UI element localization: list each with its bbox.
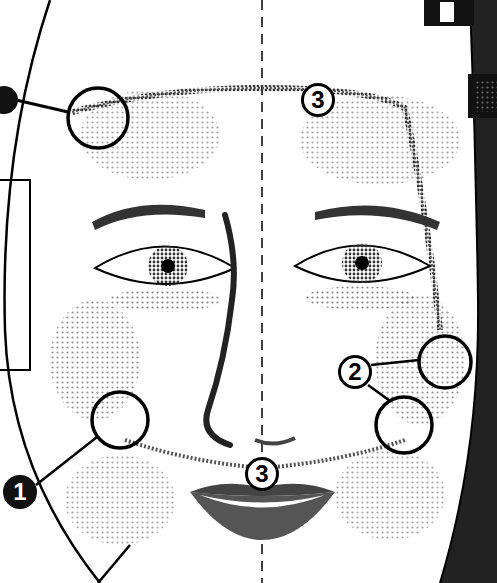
callout-number: 1 [3,475,37,509]
callout-number: 2 [338,355,372,389]
callout-number: 3 [245,457,279,491]
callout-number: 3 [301,83,335,117]
